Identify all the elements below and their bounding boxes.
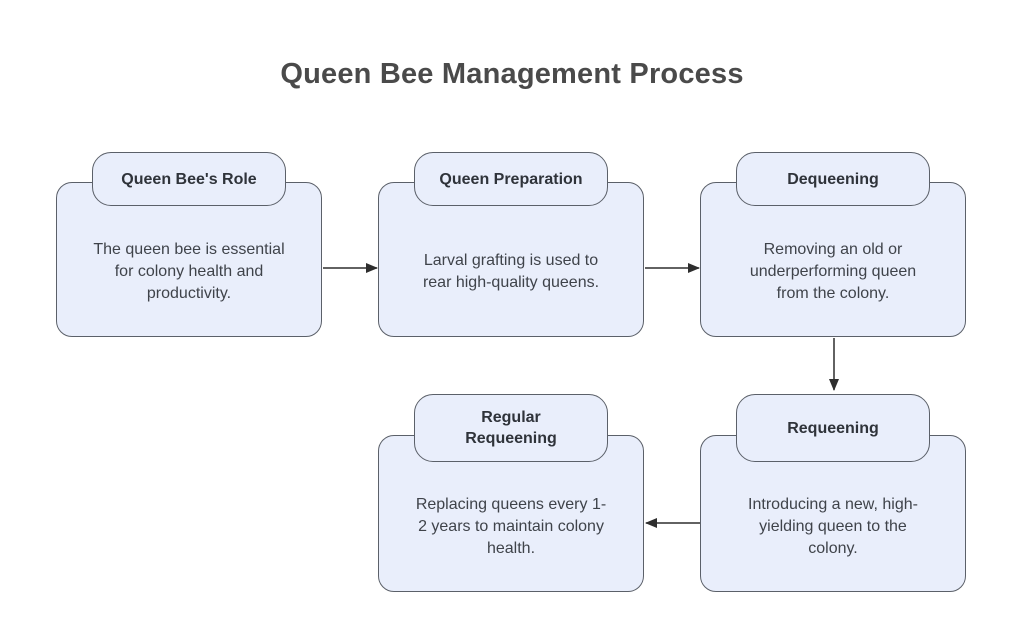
node-dequeening-body: Removing an old or underperforming queen… (700, 182, 966, 337)
node-queen-preparation: Larval grafting is used to rear high-qua… (378, 152, 644, 337)
node-queen-bees-role-body: The queen bee is essential for colony he… (56, 182, 322, 337)
node-dequeening-description: Removing an old or underperforming queen… (749, 240, 917, 302)
diagram-title: Queen Bee Management Process (280, 58, 744, 90)
node-queen-bees-role-header: Queen Bee's Role (92, 152, 286, 206)
node-queen-bees-role-label: Queen Bee's Role (121, 170, 257, 188)
node-regular-requeening-description: Replacing queens every 1- 2 years to mai… (415, 496, 607, 557)
node-requeening-description: Introducing a new, high- yielding queen … (748, 496, 918, 557)
node-regular-requeening: Replacing queens every 1- 2 years to mai… (378, 394, 644, 592)
node-dequeening-label: Dequeening (787, 170, 879, 188)
node-dequeening-header: Dequeening (736, 152, 930, 206)
node-requeening: Introducing a new, high- yielding queen … (700, 394, 966, 592)
node-queen-preparation-header: Queen Preparation (414, 152, 608, 206)
node-queen-bees-role: The queen bee is essential for colony he… (56, 152, 322, 337)
node-queen-bees-role-description: The queen bee is essential for colony he… (93, 240, 285, 302)
node-regular-requeening-header: Regular Requeening (414, 394, 608, 462)
node-requeening-header: Requeening (736, 394, 930, 462)
node-dequeening: Removing an old or underperforming queen… (700, 152, 966, 337)
node-queen-preparation-description: Larval grafting is used to rear high-qua… (422, 251, 600, 291)
node-queen-preparation-label: Queen Preparation (439, 170, 583, 188)
node-regular-requeening-label: Regular Requeening (465, 409, 557, 447)
node-requeening-label: Requeening (787, 419, 879, 437)
